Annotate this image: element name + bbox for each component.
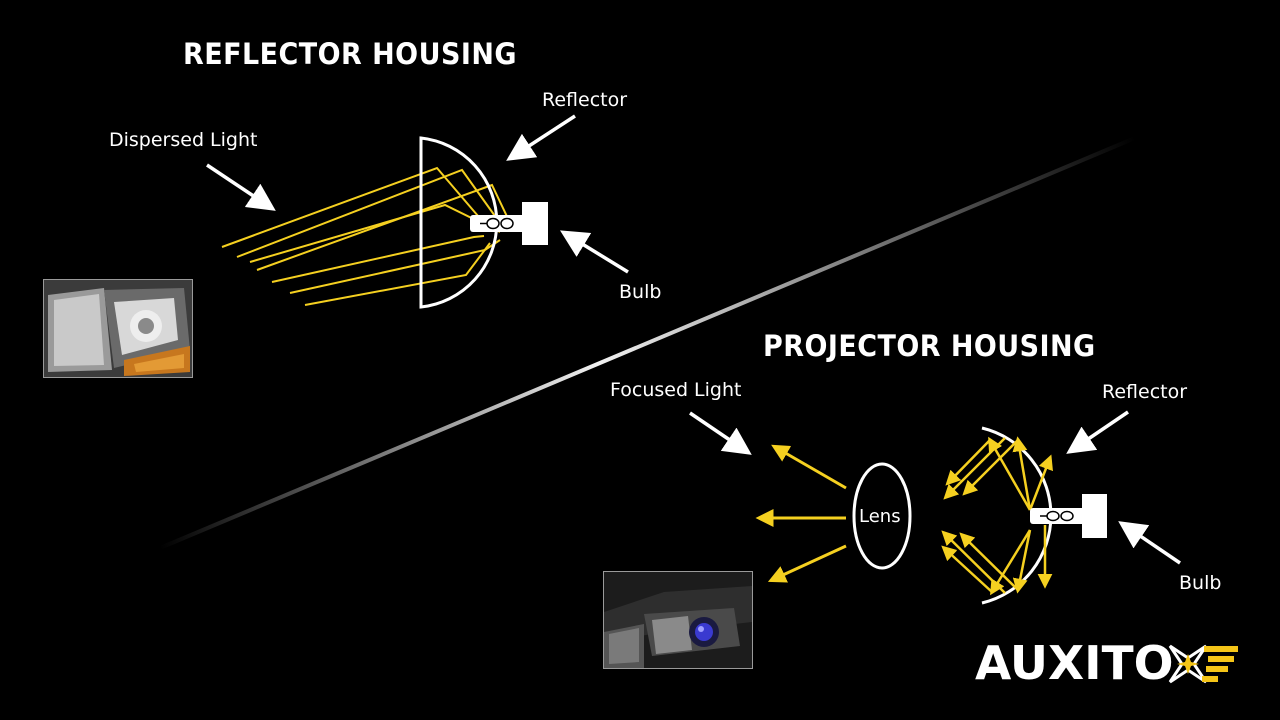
reflector-label: Reflector <box>542 89 628 111</box>
focused-light-rays <box>755 444 847 583</box>
projector-bulb-arrow <box>1118 521 1181 565</box>
auxito-logo: AUXITO <box>975 638 1245 688</box>
dispersed-light-arrow <box>206 163 276 211</box>
dispersed-light-rays <box>221 166 513 306</box>
divider-line <box>159 136 1136 550</box>
focused-light-label: Focused Light <box>610 379 742 401</box>
projector-reflector-label: Reflector <box>1102 381 1188 403</box>
logo-text: AUXITO <box>975 636 1174 690</box>
focused-light-arrow <box>689 411 752 455</box>
dispersed-light-label: Dispersed Light <box>109 129 258 151</box>
projector-diagram <box>689 410 1181 605</box>
reflector-title: REFLECTOR HOUSING <box>183 37 517 71</box>
bulb-label: Bulb <box>619 281 662 303</box>
projector-bulb-label: Bulb <box>1179 572 1222 594</box>
reflector-bulb-icon <box>470 202 548 245</box>
lens-shape <box>852 462 912 570</box>
lens-label: Lens <box>859 506 901 527</box>
star-speed-lines-icon <box>1168 644 1238 684</box>
reflector-arrow <box>506 114 576 161</box>
reflector-headlight-photo <box>43 279 193 378</box>
projector-bulb-icon <box>1030 494 1107 538</box>
bulb-arrow <box>560 230 629 274</box>
reflector-diagram <box>206 114 629 309</box>
reflected-rays <box>941 436 1053 596</box>
projector-title: PROJECTOR HOUSING <box>763 329 1096 363</box>
projector-reflector-arrow <box>1066 410 1129 454</box>
projector-headlight-photo <box>603 571 753 669</box>
